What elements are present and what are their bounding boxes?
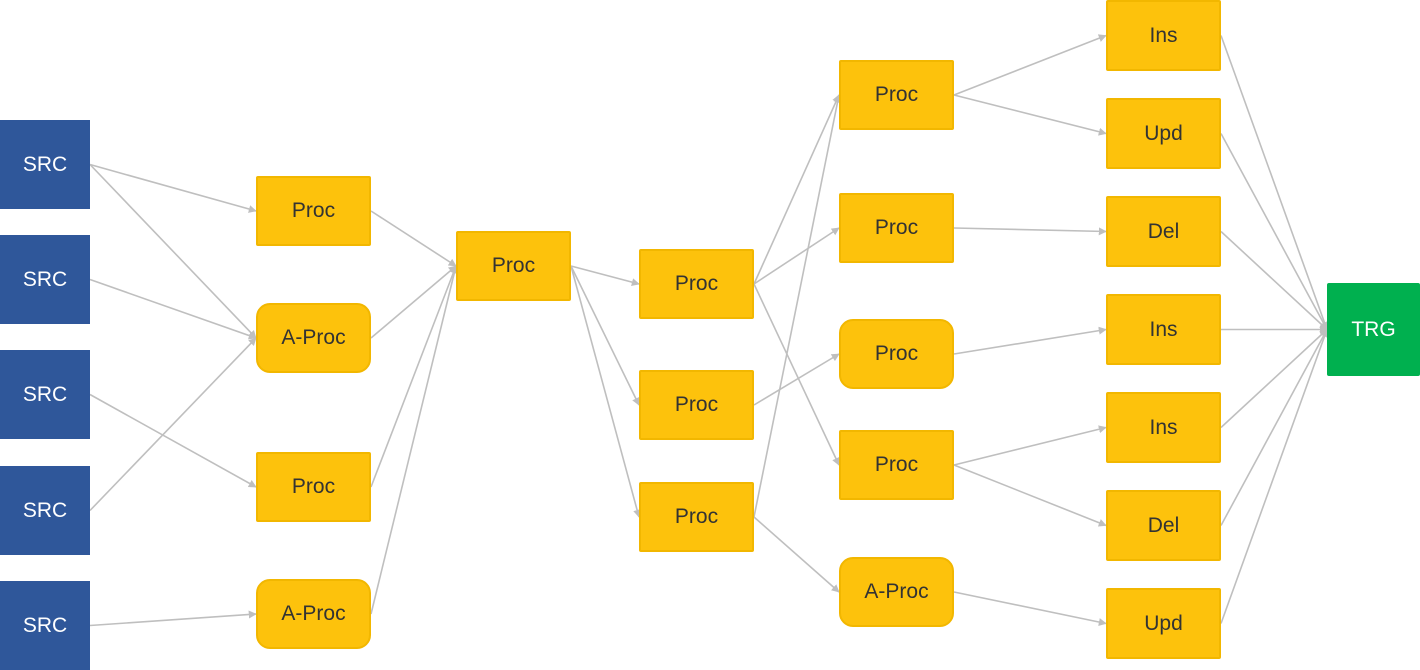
edge-src5-to-ap2 — [89, 610, 257, 627]
edge-p4b-to-o3 — [953, 227, 1107, 236]
edge-src4-to-ap1 — [89, 337, 257, 512]
edge-p3a-to-p4b — [753, 227, 840, 285]
process-node: Proc — [639, 370, 754, 440]
edge-ap1-to-pm — [370, 265, 457, 339]
edge-p3a-to-p4a — [753, 94, 840, 285]
source-node-3: SRC — [0, 350, 90, 439]
async-process-node: A-Proc — [256, 579, 371, 649]
async-process-node: A-Proc — [256, 303, 371, 373]
source-node-5: SRC — [0, 581, 90, 670]
edge-o5-to-trg — [1220, 328, 1328, 429]
edge-o1-to-trg — [1220, 35, 1329, 331]
edge-p3b-to-p4c — [753, 353, 840, 406]
edge-p1-to-pm — [370, 210, 457, 267]
process-node: Proc — [639, 249, 754, 319]
edge-p4a-to-o2 — [953, 94, 1107, 136]
process-node: Proc — [839, 319, 954, 389]
source-node-1: SRC — [0, 120, 90, 209]
edge-pm-to-p3a — [570, 265, 640, 287]
process-node: Proc — [639, 482, 754, 552]
edge-pm-to-p3c — [570, 265, 641, 518]
edge-p2-to-pm — [370, 265, 458, 488]
edge-o6-to-trg — [1220, 328, 1328, 526]
insert-node: Ins — [1106, 294, 1221, 365]
merge-process-node: Proc — [456, 231, 571, 301]
insert-node: Ins — [1106, 0, 1221, 71]
source-node-4: SRC — [0, 466, 90, 555]
edge-pm-to-p3b — [570, 265, 640, 406]
edge-src2-to-ap1 — [89, 278, 257, 340]
edge-src1-to-p1 — [89, 163, 257, 213]
delete-node: Del — [1106, 490, 1221, 561]
edge-p3c-to-p4a — [753, 94, 842, 518]
process-node: Proc — [256, 176, 371, 246]
edge-p4c-to-o4 — [953, 326, 1107, 355]
target-node: TRG — [1327, 283, 1420, 376]
update-node: Upd — [1106, 588, 1221, 659]
process-node: Proc — [839, 193, 954, 263]
delete-node: Del — [1106, 196, 1221, 267]
edge-p4d-to-o6 — [953, 464, 1107, 527]
edge-src1-to-ap1 — [89, 163, 257, 339]
update-node: Upd — [1106, 98, 1221, 169]
process-node: Proc — [256, 452, 371, 522]
insert-node: Ins — [1106, 392, 1221, 463]
edge-o7-to-trg — [1220, 328, 1329, 624]
edge-p3c-to-ap4 — [753, 516, 840, 593]
async-process-node: A-Proc — [839, 557, 954, 627]
edge-p4d-to-o5 — [953, 425, 1107, 466]
edge-ap4-to-o7 — [953, 591, 1107, 626]
process-node: Proc — [839, 60, 954, 130]
edge-src3-to-p2 — [89, 393, 257, 488]
process-node: Proc — [839, 430, 954, 500]
edge-o2-to-trg — [1220, 133, 1328, 331]
edge-p3a-to-p4d — [753, 283, 840, 466]
edge-p4a-to-o1 — [953, 34, 1107, 96]
edge-o3-to-trg — [1220, 230, 1328, 331]
edge-ap2-to-pm — [370, 265, 459, 615]
source-node-2: SRC — [0, 235, 90, 324]
